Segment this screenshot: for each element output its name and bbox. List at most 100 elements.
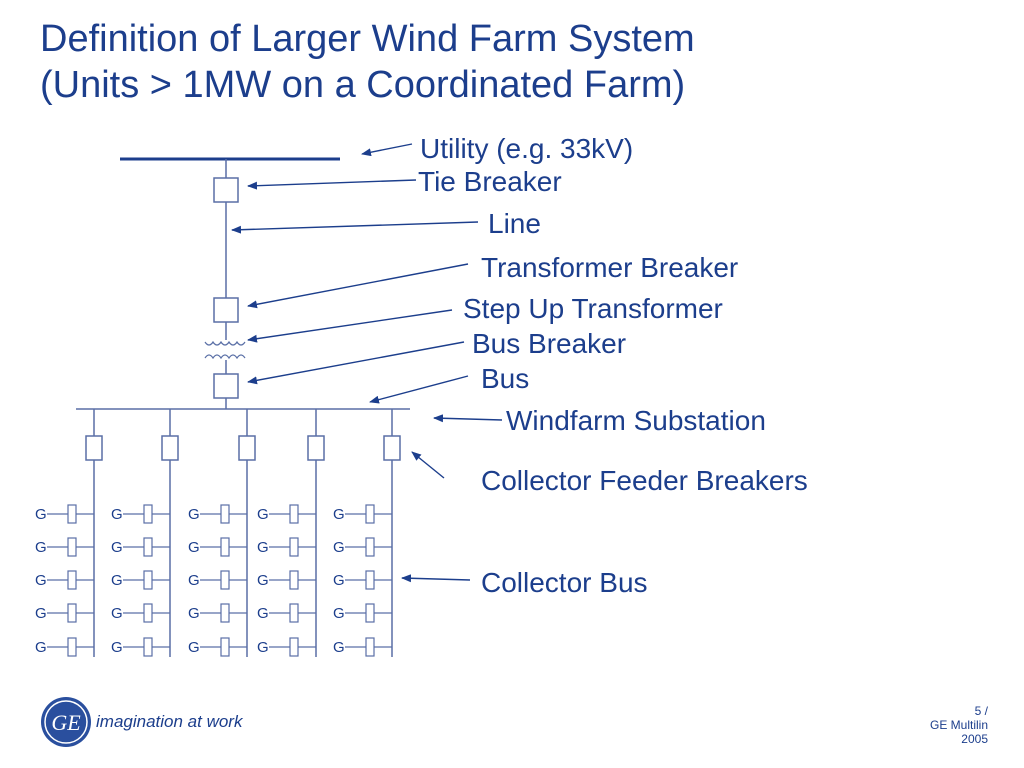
collector-feeders (85, 409, 401, 657)
generator-breaker (365, 570, 375, 590)
footer-year: 2005 (961, 732, 988, 746)
tagline: imagination at work (96, 712, 243, 731)
generator-label: G (257, 539, 269, 556)
label-transformer-breaker: Transformer Breaker (481, 252, 738, 283)
generator-breaker (143, 537, 153, 557)
generator-breaker (220, 570, 230, 590)
generator-label: G (257, 506, 269, 523)
generator-breaker (143, 603, 153, 623)
label-collector-bus: Collector Bus (481, 567, 648, 598)
generator-unit: G (111, 570, 170, 590)
step-up-transformer-symbol (204, 340, 248, 360)
generator-unit: G (257, 504, 316, 524)
generator-breaker (220, 504, 230, 524)
generator-unit: G (35, 603, 94, 623)
generator-unit: G (257, 537, 316, 557)
generator-breaker (143, 637, 153, 657)
generator-label: G (111, 605, 123, 622)
generator-unit: G (35, 504, 94, 524)
generator-label: G (188, 605, 200, 622)
generator-unit: G (257, 603, 316, 623)
generator-breaker (220, 637, 230, 657)
feeder-breaker-4 (307, 435, 325, 461)
feeder-breaker-1 (85, 435, 103, 461)
generator-unit: G (333, 637, 392, 657)
generator-unit: G (333, 570, 392, 590)
generator-breaker (289, 504, 299, 524)
generator-breaker (365, 537, 375, 557)
generator-unit: G (35, 637, 94, 657)
label-collector-feeder-breakers: Collector Feeder Breakers (481, 465, 808, 496)
generator-label: G (111, 572, 123, 589)
generator-breaker (365, 603, 375, 623)
generator-label: G (35, 506, 47, 523)
generator-unit: G (333, 603, 392, 623)
feeder-breaker-3 (238, 435, 256, 461)
generator-unit: G (333, 504, 392, 524)
generator-unit: G (111, 603, 170, 623)
generator-label: G (333, 639, 345, 656)
label-line: Line (488, 208, 541, 239)
generator-label: G (333, 506, 345, 523)
generator-label: G (257, 572, 269, 589)
generator-label: G (111, 506, 123, 523)
label-utility: Utility (e.g. 33kV) (420, 133, 633, 164)
title-line-2: (Units > 1MW on a Coordinated Farm) (40, 64, 686, 106)
generator-unit: G (188, 637, 247, 657)
generator-breaker (67, 570, 77, 590)
label-tie-breaker: Tie Breaker (418, 166, 562, 197)
page-number: 5 / (974, 704, 988, 718)
generator-breaker (220, 537, 230, 557)
generator-unit: G (257, 570, 316, 590)
generator-unit: G (35, 570, 94, 590)
generator-label: G (257, 639, 269, 656)
generator-breaker (143, 570, 153, 590)
generator-unit: G (188, 504, 247, 524)
generator-breaker (289, 570, 299, 590)
logo-text: GE (51, 710, 81, 735)
generator-unit: G (111, 537, 170, 557)
generator-breaker (220, 603, 230, 623)
bus-breaker-symbol (213, 373, 239, 399)
generator-label: G (111, 539, 123, 556)
generator-label: G (35, 539, 47, 556)
generator-label: G (111, 639, 123, 656)
generator-breaker (365, 504, 375, 524)
generator-unit: G (257, 637, 316, 657)
label-step-up-transformer: Step Up Transformer (463, 293, 723, 324)
generator-unit: G (35, 537, 94, 557)
slide-footer-info: 5 / GE Multilin 2005 (930, 704, 988, 746)
label-bus-breaker: Bus Breaker (472, 328, 626, 359)
generator-unit: G (188, 570, 247, 590)
generator-breaker (67, 637, 77, 657)
generator-breaker (289, 603, 299, 623)
generator-unit: G (188, 537, 247, 557)
generator-unit: G (111, 504, 170, 524)
generator-label: G (257, 605, 269, 622)
generator-label: G (333, 539, 345, 556)
generator-breaker (67, 504, 77, 524)
generator-label: G (35, 572, 47, 589)
transformer-breaker-symbol (213, 297, 239, 323)
generator-breaker (289, 537, 299, 557)
company-name: GE Multilin (929, 718, 988, 732)
pointer-arrows (231, 143, 503, 583)
generator-breaker (289, 637, 299, 657)
generator-label: G (333, 605, 345, 622)
generator-unit: G (111, 637, 170, 657)
generator-label: G (188, 639, 200, 656)
generator-label: G (188, 506, 200, 523)
generator-breaker (67, 537, 77, 557)
slide-title: Definition of Larger Wind Farm System (U… (40, 16, 695, 108)
generator-label: G (333, 572, 345, 589)
feeder-breaker-2 (161, 435, 179, 461)
generator-breaker (143, 504, 153, 524)
title-line-1: Definition of Larger Wind Farm System (40, 18, 695, 60)
generator-unit: G (333, 537, 392, 557)
generator-label: G (35, 639, 47, 656)
generator-breaker (67, 603, 77, 623)
label-bus: Bus (481, 363, 529, 394)
generator-breaker (365, 637, 375, 657)
